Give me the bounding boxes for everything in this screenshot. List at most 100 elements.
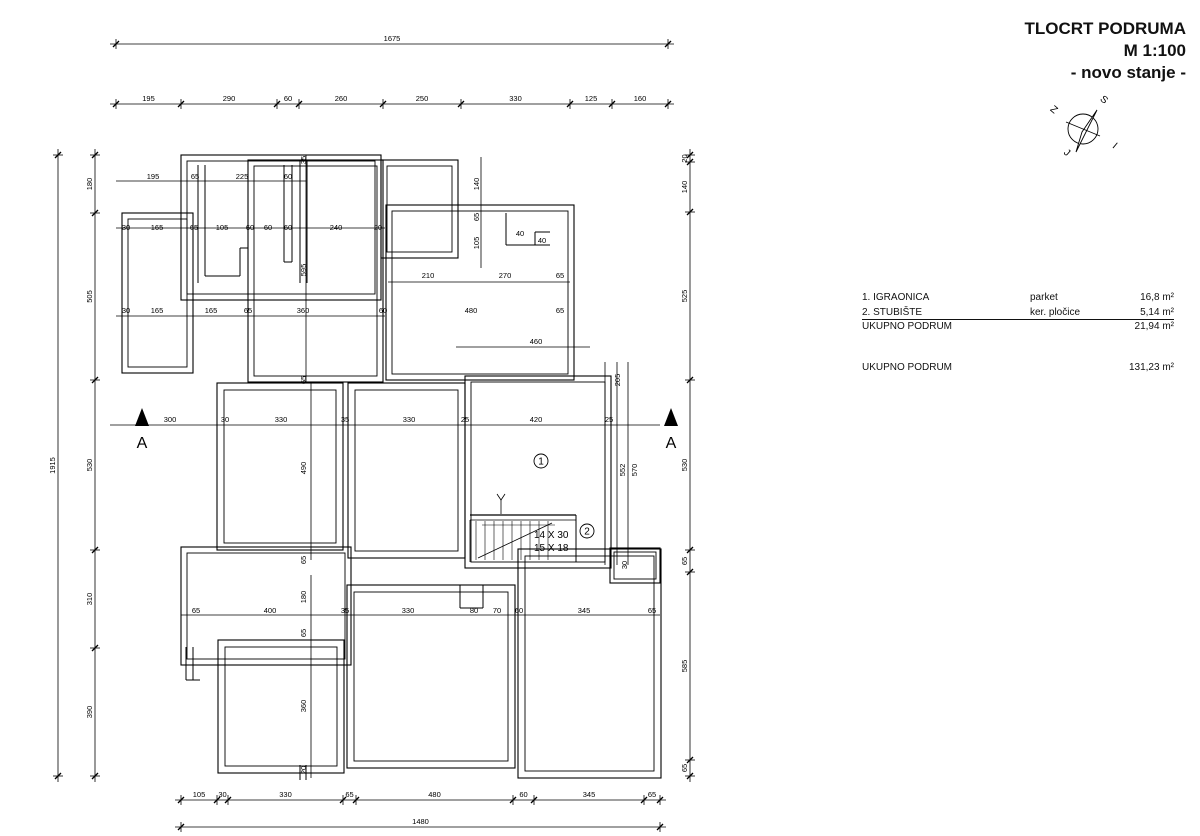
room-number-circle bbox=[533, 453, 549, 469]
dimension-label: 480 bbox=[428, 790, 441, 799]
interior-dimension-label: 40 bbox=[538, 236, 546, 245]
dim-slash bbox=[566, 100, 574, 108]
room-number: 1 bbox=[538, 457, 544, 468]
wall-outline bbox=[180, 154, 382, 301]
drawing-title: TLOCRT PODRUMA M 1:100 - novo stanje - bbox=[1025, 18, 1186, 84]
interior-dimension-label: 60 bbox=[379, 306, 387, 315]
wall-outline bbox=[121, 212, 194, 374]
dim-slash bbox=[656, 796, 664, 804]
room-number: 2 bbox=[584, 527, 590, 538]
wall-inner-line bbox=[186, 552, 346, 660]
interior-dimension-label: 60 bbox=[264, 223, 272, 232]
interior-dimension-label: 65 bbox=[191, 172, 199, 181]
dim-slash bbox=[91, 376, 99, 384]
dim-slash bbox=[177, 100, 185, 108]
legend-room-name: UKUPNO PODRUM bbox=[862, 321, 953, 332]
dim-slash bbox=[177, 796, 185, 804]
stair-spec: 14 X 30 bbox=[534, 530, 569, 541]
interior-dimension-label: 400 bbox=[264, 606, 277, 615]
interior-dimension-label: 330 bbox=[275, 415, 288, 424]
dimension-label: 65 bbox=[680, 557, 689, 565]
interior-dimension-label: 270 bbox=[499, 271, 512, 280]
dim-slash bbox=[91, 546, 99, 554]
dim-slash bbox=[686, 772, 694, 780]
interior-dimension-label: 60 bbox=[284, 223, 292, 232]
wall-inner-line bbox=[354, 389, 459, 552]
legend-finish: parket bbox=[1030, 292, 1058, 303]
wall-outline bbox=[464, 375, 612, 569]
legend-area: 5,14 m² bbox=[1140, 307, 1174, 318]
legend-divider bbox=[862, 319, 1174, 320]
dim-slash bbox=[295, 100, 303, 108]
dimension-label: 1915 bbox=[48, 457, 57, 474]
dimension-label: 530 bbox=[85, 459, 94, 472]
wall-outline bbox=[347, 382, 466, 559]
dim-slash bbox=[686, 158, 694, 166]
dimension-label: 60 bbox=[519, 790, 527, 799]
interior-dimension-label: 165 bbox=[151, 223, 164, 232]
interior-dimension-label: 35 bbox=[299, 156, 308, 164]
legend-row: UKUPNO PODRUM 21,94 m² bbox=[862, 321, 1174, 334]
interior-dimension-label: 240 bbox=[330, 223, 343, 232]
dimension-label: 60 bbox=[284, 94, 292, 103]
compass-letter: Z bbox=[1048, 104, 1060, 116]
wall-inner-line bbox=[127, 218, 188, 368]
interior-dimension-label: 105 bbox=[472, 237, 481, 250]
wall-outline bbox=[180, 546, 352, 666]
legend-area: 16,8 m² bbox=[1140, 292, 1174, 303]
dimension-label: 20 bbox=[680, 154, 689, 162]
legend-row: 2. STUBIŠTE ker. pločice 5,14 m² bbox=[862, 307, 1174, 320]
walls bbox=[121, 154, 662, 780]
dim-slash bbox=[91, 644, 99, 652]
dimension-lines bbox=[53, 39, 695, 832]
section-label: A bbox=[666, 435, 677, 452]
compass-needle bbox=[1075, 109, 1098, 153]
interior-dimension-label: 420 bbox=[530, 415, 543, 424]
dim-slash bbox=[91, 151, 99, 159]
wall-inner-line bbox=[613, 551, 657, 580]
interior-dimension-label: 35 bbox=[341, 415, 349, 424]
dim-slash bbox=[686, 568, 694, 576]
dim-slash bbox=[608, 100, 616, 108]
interior-dimension-label: 70 bbox=[493, 606, 501, 615]
compass-letter: S bbox=[1098, 94, 1110, 107]
dimension-label: 290 bbox=[223, 94, 236, 103]
title-line-1: TLOCRT PODRUMA bbox=[1024, 19, 1186, 38]
interior-dimension-label: 165 bbox=[151, 306, 164, 315]
compass-letter: I bbox=[1110, 141, 1119, 151]
dimension-label: 125 bbox=[585, 94, 598, 103]
dim-slash bbox=[686, 376, 694, 384]
dimension-label: 65 bbox=[345, 790, 353, 799]
dim-slash bbox=[686, 208, 694, 216]
interior-dimension-label: 25 bbox=[461, 415, 469, 424]
legend-area: 21,94 m² bbox=[1134, 321, 1174, 332]
title-status: - novo stanje - bbox=[1070, 63, 1186, 82]
dim-slash bbox=[509, 796, 517, 804]
dimension-label: 310 bbox=[85, 593, 94, 606]
room-number-circle bbox=[579, 523, 595, 539]
interior-dimension-label: 25 bbox=[605, 415, 613, 424]
wall-inner-line bbox=[391, 210, 569, 375]
dim-slash bbox=[339, 796, 347, 804]
interior-dimension-label: 65 bbox=[299, 556, 308, 564]
dim-slash bbox=[664, 40, 672, 48]
interior-dimension-label: 65 bbox=[299, 376, 308, 384]
dimension-label: 585 bbox=[680, 660, 689, 673]
dim-slash bbox=[273, 100, 281, 108]
wall-inner-line bbox=[386, 165, 453, 253]
interior-dimension-label: 210 bbox=[422, 271, 435, 280]
dim-slash bbox=[686, 546, 694, 554]
wall-outline bbox=[216, 382, 344, 551]
dim-slash bbox=[112, 40, 120, 48]
stair-direction-line bbox=[477, 522, 553, 559]
interior-dimension-label: 65 bbox=[192, 606, 200, 615]
interior-dimension-label: 330 bbox=[403, 415, 416, 424]
dimension-label: 1675 bbox=[384, 34, 401, 43]
dimension-label: 250 bbox=[416, 94, 429, 103]
dimension-label: 330 bbox=[509, 94, 522, 103]
interior-dimension-label: 180 bbox=[299, 591, 308, 604]
wall-outline bbox=[346, 584, 516, 769]
interior-dimension-label: 490 bbox=[299, 462, 308, 475]
